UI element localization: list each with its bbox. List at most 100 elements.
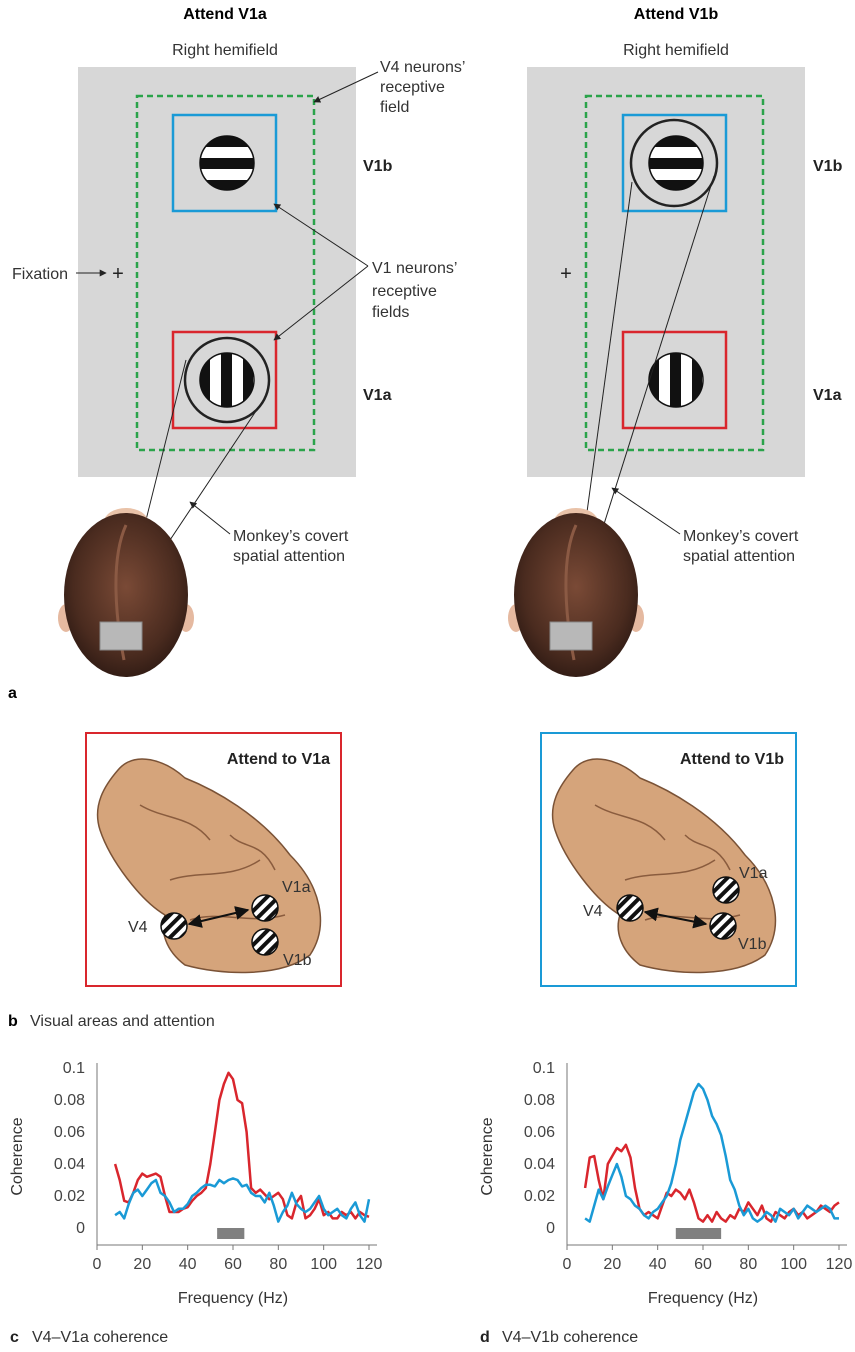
- left-v4-v1a-arrow: [187, 906, 250, 928]
- attend-v1b-title: Attend to V1b: [680, 751, 784, 768]
- right-v1a-label: V1a: [813, 387, 842, 404]
- chart-c-ytick-label: 0.08: [54, 1092, 85, 1109]
- right-v1b-rf: [621, 113, 728, 213]
- right-v1a-marker: [712, 876, 740, 904]
- chart-c-xtick-label: 0: [93, 1256, 102, 1273]
- v4-rf-label-1: V4 neurons’: [380, 59, 465, 76]
- chart-c-xtick-label: 40: [179, 1256, 197, 1273]
- chart-c-ytick-label: 0.1: [63, 1060, 85, 1077]
- chart-c-xtick-label: 20: [133, 1256, 151, 1273]
- left-v1a-marker: [251, 894, 279, 922]
- chart-d-series-line-2: [584, 1082, 839, 1223]
- chart-d-y-axis-label: Coherence: [479, 1117, 496, 1195]
- chart-c-xtick-label: 60: [224, 1256, 242, 1273]
- right-attention-circle: [629, 118, 719, 208]
- panel-b-caption: Visual areas and attention: [30, 1013, 215, 1030]
- right-attention-pointer: [611, 487, 681, 535]
- chart-d-ytick-label: 0.02: [524, 1188, 555, 1205]
- right-v4-rf: [584, 94, 765, 452]
- chart-c-gamma-band: [217, 1228, 245, 1239]
- chart-area: 0 0.02 0.04 0.06 0.08 0.1 0 20 40 60 80 100 120Frequ…: [9, 1060, 853, 1346]
- chart-c-ytick-label: 0.04: [54, 1156, 85, 1173]
- chart-d-xtick-label: 120: [826, 1256, 853, 1273]
- right-attention-label-1: Monkey’s covert: [683, 528, 799, 545]
- chart-d-caption: V4–V1b coherence: [502, 1329, 638, 1346]
- right-hemifield: [527, 67, 805, 477]
- chart-c-x-axis-label: Frequency (Hz): [178, 1290, 288, 1307]
- left-fixation-cross: +: [112, 263, 124, 285]
- chart-d-x-axis-label: Frequency (Hz): [648, 1290, 758, 1307]
- left-v1b-label: V1b: [283, 952, 312, 969]
- chart-d-panel-letter: d: [480, 1329, 490, 1346]
- chart-d-ytick-label: 0.1: [533, 1060, 555, 1077]
- left-v1a-rf: [171, 330, 278, 430]
- v1-rf-pointer-bottom: [273, 265, 369, 341]
- chart-c-y-axis-label: Coherence: [9, 1117, 26, 1195]
- chart-c-series-line-2: [114, 1177, 371, 1223]
- chart-c-xtick-label: 100: [310, 1256, 337, 1273]
- right-v1b-label: V1b: [738, 936, 767, 953]
- chart-c-xtick-label: 80: [269, 1256, 287, 1273]
- chart-c-xtick-label: 120: [356, 1256, 383, 1273]
- v4-rf-label-3: field: [380, 99, 409, 116]
- chart-d-xtick-label: 60: [694, 1256, 712, 1273]
- right-v1b-marker: [709, 912, 737, 940]
- left-v1a-label: V1a: [363, 387, 392, 404]
- chart-d-gamma-band: [675, 1228, 722, 1239]
- left-hemifield: [78, 67, 356, 477]
- right-v4-label: V4: [583, 903, 603, 920]
- right-fixation-cross: +: [560, 263, 572, 285]
- panel-b: Attend to V1a V4 V1a V1b Attend to V1b V…: [8, 732, 797, 1030]
- v1-rf-label-2: receptive: [372, 283, 437, 300]
- right-hemifield-label: Right hemifield: [623, 42, 729, 59]
- left-monkey-head: [58, 508, 194, 677]
- v4-rf-label-2: receptive: [380, 79, 445, 96]
- left-brain-sulci: [139, 804, 286, 921]
- panel-letter-a: a: [8, 685, 17, 700]
- v1-rf-label-1: V1 neurons’: [372, 260, 457, 277]
- panel-a: Attend V1a Attend V1b Right hemifield Ri…: [8, 6, 843, 700]
- left-v1b-rf: [171, 113, 278, 213]
- left-grating-v1b: [199, 135, 255, 191]
- right-brain-sulci: [594, 804, 741, 921]
- right-v4-v1b-arrow: [643, 907, 708, 929]
- left-v4-marker: [160, 912, 188, 940]
- left-attention-circle: [183, 336, 271, 424]
- left-grating-v1a: [183, 336, 271, 424]
- left-v1a-label: V1a: [282, 879, 311, 896]
- left-attention-label-1: Monkey’s covert: [233, 528, 349, 545]
- left-v1b-marker: [251, 928, 279, 956]
- fixation-label: Fixation: [12, 266, 68, 283]
- left-hemifield-label: Right hemifield: [172, 42, 278, 59]
- left-attention-label-2: spatial attention: [233, 548, 345, 565]
- left-v4-rf: [135, 94, 316, 452]
- chart-d-xtick-label: 20: [603, 1256, 621, 1273]
- right-v4-marker: [616, 894, 644, 922]
- chart-d-ytick-label: 0: [546, 1220, 555, 1237]
- chart-c-ytick-label: 0: [76, 1220, 85, 1237]
- chart-d-xtick-label: 40: [649, 1256, 667, 1273]
- chart-c-ytick-label: 0.06: [54, 1124, 85, 1141]
- right-v1a-label: V1a: [739, 865, 768, 882]
- chart-c: 0 0.02 0.04 0.06 0.08 0.1 0 20 40 60 80 100 120Frequ…: [9, 1060, 382, 1346]
- right-attention-label-2: spatial attention: [683, 548, 795, 565]
- panel-letter-b: b: [8, 1013, 18, 1030]
- right-v1a-rf: [621, 330, 728, 430]
- attend-v1a-title: Attend to V1a: [227, 751, 330, 768]
- chart-d-xtick-label: 0: [563, 1256, 572, 1273]
- right-title: Attend V1b: [634, 6, 719, 23]
- chart-d-xtick-label: 80: [739, 1256, 757, 1273]
- right-grating-v1b: [629, 118, 719, 208]
- left-attention-pointer: [189, 501, 231, 535]
- chart-c-panel-letter: c: [10, 1329, 19, 1346]
- v1-rf-label-3: fields: [372, 304, 409, 321]
- v1-rf-pointer-top: [273, 203, 369, 267]
- v4-rf-pointer: [313, 71, 379, 103]
- chart-d-ytick-label: 0.08: [524, 1092, 555, 1109]
- left-title: Attend V1a: [183, 6, 267, 23]
- left-v1b-label: V1b: [363, 158, 393, 175]
- chart-d-ytick-label: 0.06: [524, 1124, 555, 1141]
- right-grating-v1a: [648, 352, 704, 408]
- chart-d-ytick-label: 0.04: [524, 1156, 555, 1173]
- chart-c-ytick-label: 0.02: [54, 1188, 85, 1205]
